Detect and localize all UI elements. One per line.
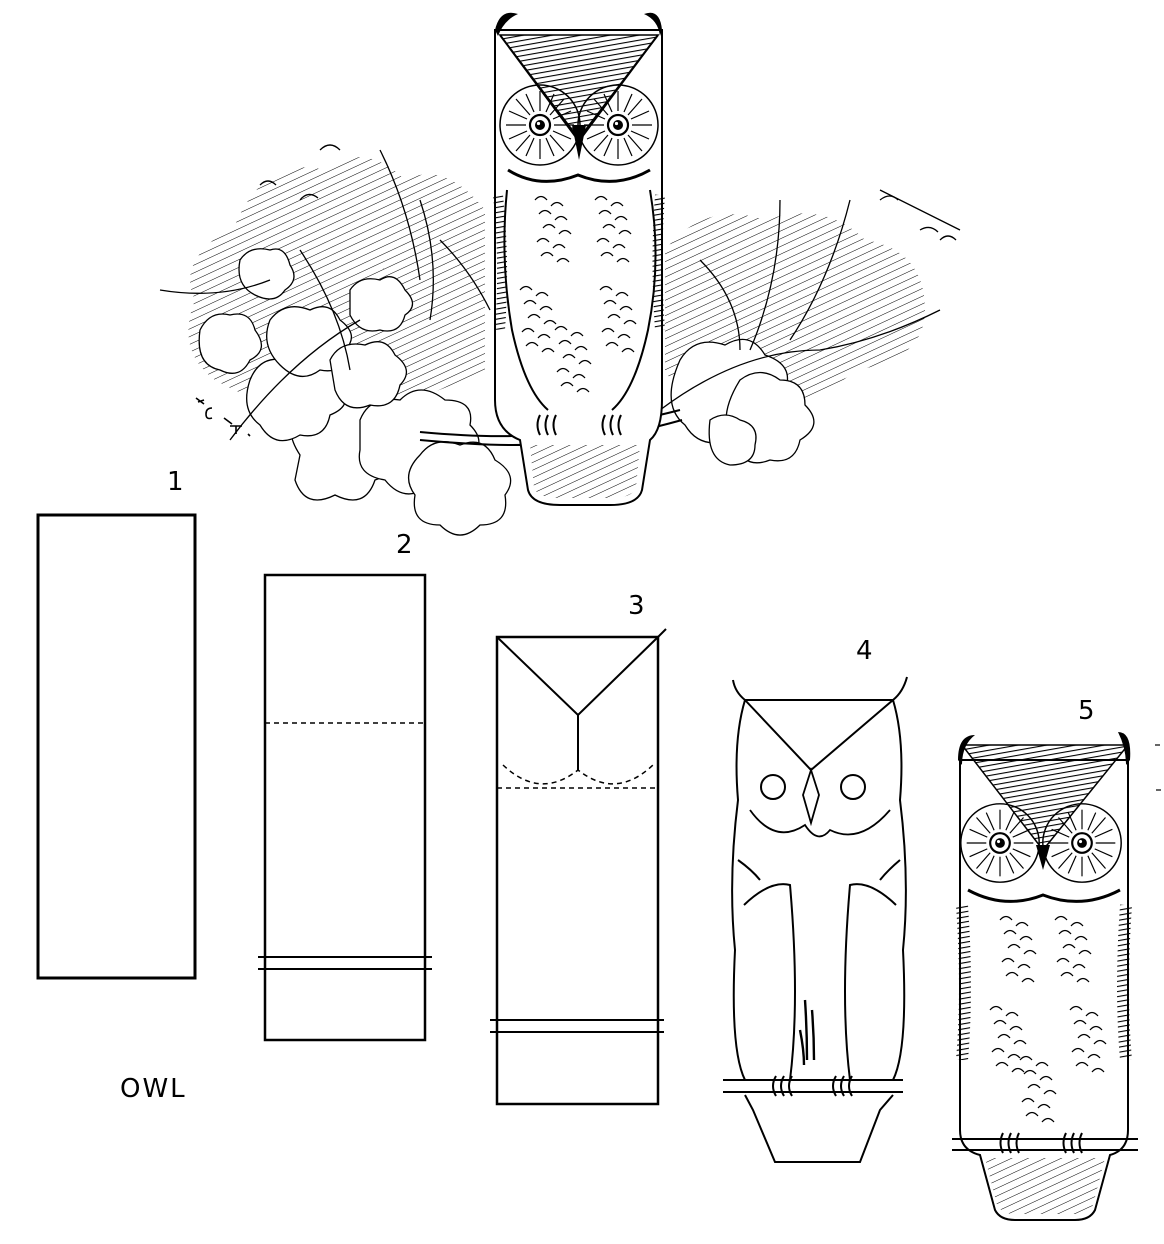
artist-signature (195, 397, 251, 437)
step-5-number: 5 (1078, 696, 1095, 726)
foliage-background (159, 144, 961, 536)
step-3-number: 3 (628, 591, 645, 621)
drawing-title: OWL (120, 1074, 187, 1104)
margin-marks (1155, 744, 1161, 791)
step-2-rectangle (258, 573, 432, 1042)
step-5-shaded-owl (952, 732, 1138, 1221)
step-1-rectangle (36, 513, 197, 980)
step-2-number: 2 (396, 530, 413, 560)
step-4-number: 4 (856, 636, 873, 666)
finished-owl-top (493, 12, 665, 506)
step-4-owl-outline (723, 676, 908, 1163)
step-1-number: 1 (167, 467, 184, 497)
step-3-face-outline (490, 628, 667, 1106)
